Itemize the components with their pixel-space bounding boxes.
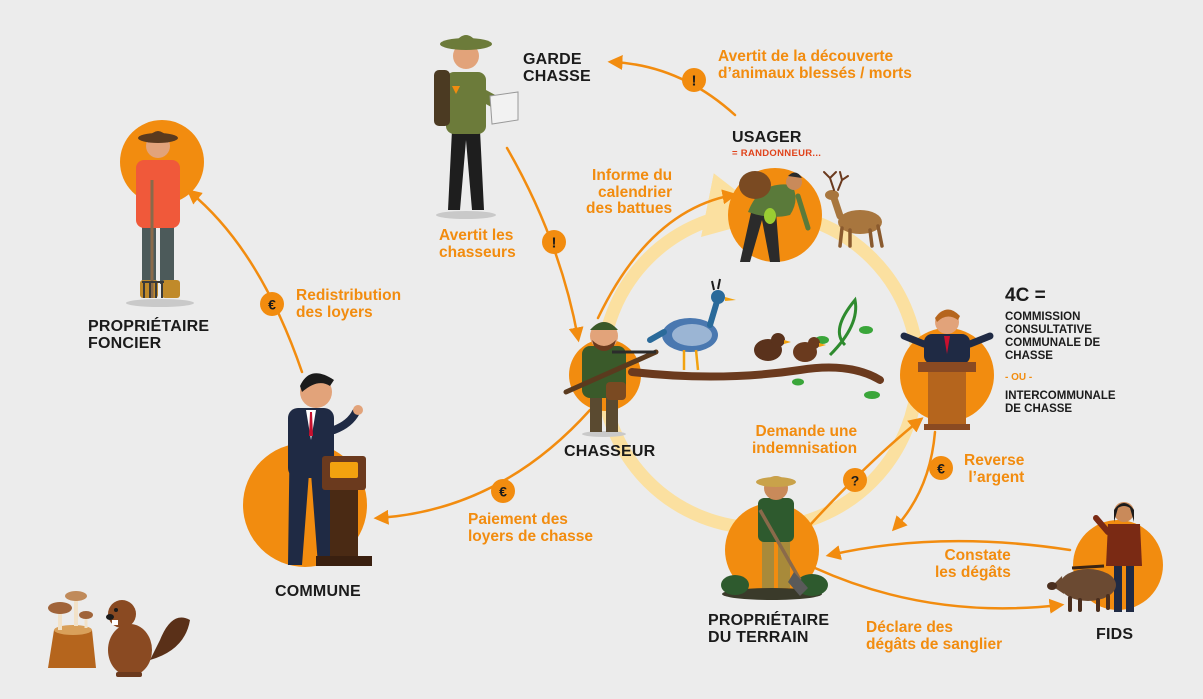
hiker-illustration: [739, 171, 811, 262]
flow-informe-calendrier: Informe du calendrier des battues: [586, 167, 673, 218]
commission-or: - OU -: [1005, 372, 1033, 383]
svg-text:?: ?: [851, 473, 860, 489]
fids-label: FIDS: [1096, 626, 1134, 643]
euro-badge-1: €: [260, 292, 284, 316]
flow-arrows: [186, 54, 1072, 614]
arrow-commission-to-owner: [891, 430, 937, 532]
svg-text:€: €: [268, 297, 276, 313]
svg-text:!: !: [692, 73, 697, 90]
proprietaire-terrain-label: PROPRIÉTAIRE DU TERRAIN: [708, 612, 830, 647]
commission-alt: INTERCOMMUNALE DE CHASSE: [1005, 390, 1116, 415]
arrow-owner-to-fids: [813, 566, 1065, 614]
flow-constate-degats: Constate les dégâts: [935, 547, 1011, 581]
usager-subtitle: = RANDONNEUR...: [732, 148, 822, 159]
euro-badge-3: €: [929, 456, 953, 480]
flow-declare-degats: Déclare des dégâts de sanglier: [866, 619, 1003, 653]
flow-reverse-argent: Reverse l’argent: [964, 452, 1025, 486]
commission-name: COMMISSION CONSULTATIVE COMMUNALE DE CHA…: [1005, 311, 1101, 362]
hunter-illustration: [563, 322, 659, 437]
arrow-fids-to-owner: [825, 539, 1072, 560]
question-badge: ?: [843, 468, 867, 492]
wild-boar-illustration: [1047, 564, 1116, 612]
fids-agent-illustration: [1093, 502, 1142, 612]
commission-speaker-illustration: [900, 309, 994, 430]
flow-avertit-chasseurs: Avertit les chasseurs: [439, 227, 516, 261]
birds-on-branch-illustration: [628, 278, 884, 399]
flow-paiement: Paiement des loyers de chasse: [468, 511, 593, 545]
commune-label: COMMUNE: [275, 583, 361, 600]
commission-title: 4C =: [1005, 285, 1046, 306]
arrow-hunter-to-commune: [373, 408, 592, 525]
beaver-illustration: [106, 600, 190, 677]
arrow-owner-to-commission: [808, 417, 924, 527]
alert-badge-1: !: [682, 68, 706, 92]
flow-avertit-decouverte: Avertit de la découverte d’animaux bless…: [718, 48, 912, 82]
svg-text:€: €: [499, 484, 507, 500]
flow-badges: ! ! € € € ?: [260, 68, 953, 503]
svg-text:!: !: [552, 235, 557, 252]
chasseur-label: CHASSEUR: [564, 443, 656, 460]
arrow-user-to-gamekeeper: [607, 54, 737, 117]
arrow-hunter-to-user: [596, 189, 738, 320]
alert-badge-2: !: [542, 230, 566, 254]
farmer-illustration: [721, 476, 828, 600]
flow-redistribution: Redistribution des loyers: [296, 287, 402, 321]
usager-label: USAGER: [732, 129, 802, 146]
proprietaire-foncier-label: PROPRIÉTAIRE FONCIER: [88, 318, 210, 353]
deer-illustration: [823, 171, 884, 248]
garde-chasse-label: GARDE CHASSE: [523, 51, 591, 86]
arrow-commune-to-landowner: [186, 189, 304, 374]
gamekeeper-illustration: [434, 35, 519, 219]
landowner-illustration: [126, 131, 194, 307]
svg-text:€: €: [937, 461, 945, 477]
euro-badge-2: €: [491, 479, 515, 503]
flow-demande-indemnisation: Demande une indemnisation: [752, 423, 858, 457]
mayor-illustration: [288, 373, 372, 566]
mushrooms-illustration: [48, 591, 96, 668]
